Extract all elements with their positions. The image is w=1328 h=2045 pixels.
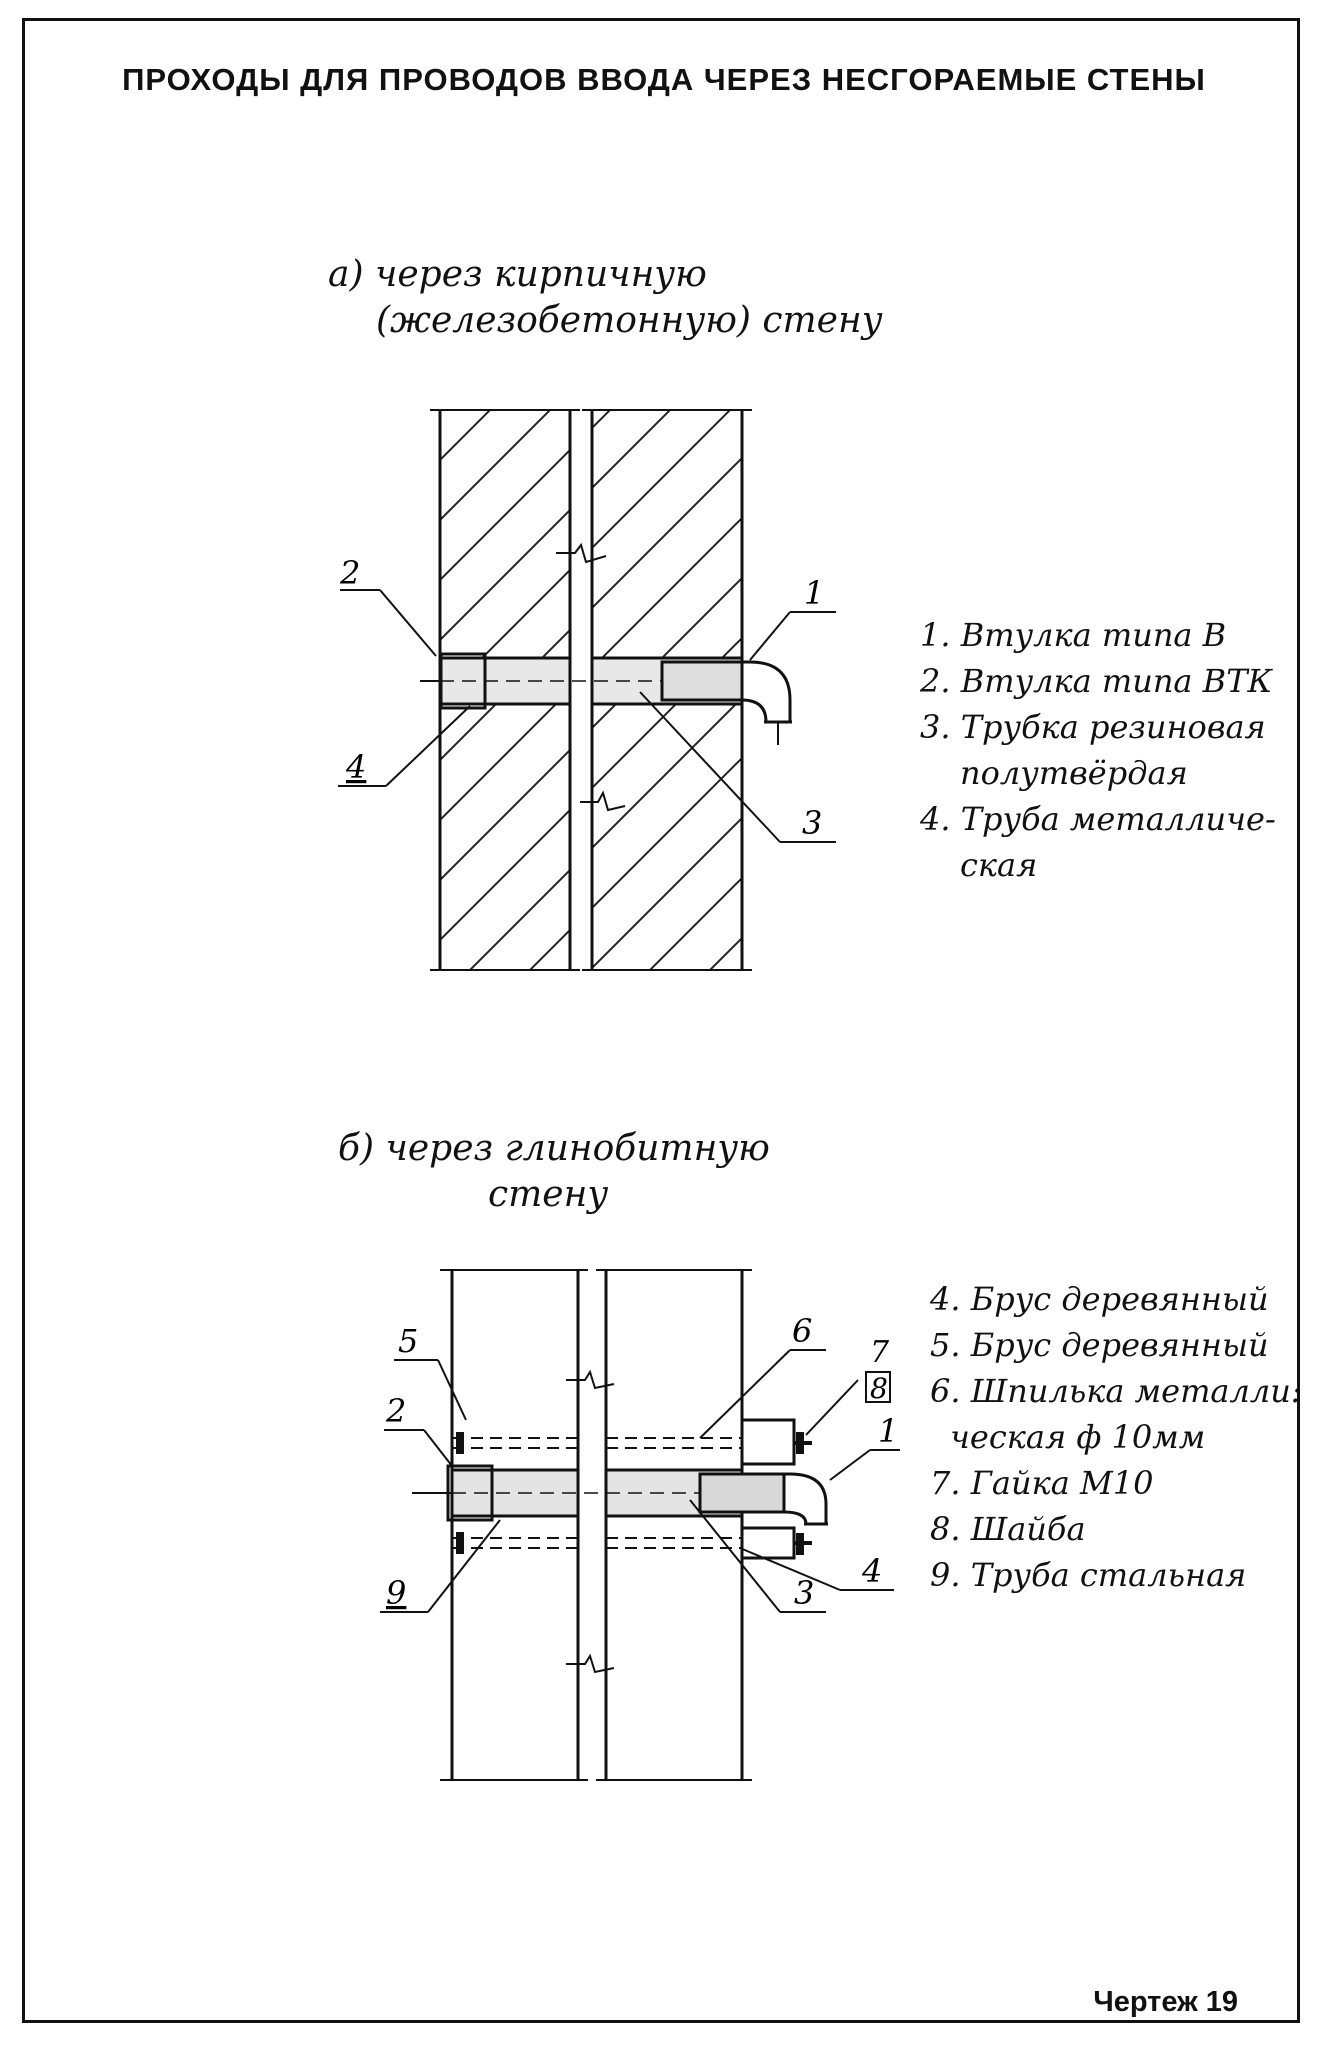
legend-a-item-1: 1. Втулка типа В (920, 616, 1227, 654)
legend-a-item-4: 4. Труба металличе- (920, 800, 1276, 838)
callout-a-1: 1 (804, 574, 824, 612)
legend-b-item-4: 4. Брус деревянный (930, 1280, 1269, 1318)
callout-b-9: 9 (386, 1574, 406, 1612)
callouts-b: 5 2 9 6 7 8 1 3 4 (380, 1312, 900, 1613)
section-a-heading: а) через кирпичную (железобетонную) стен… (328, 252, 883, 344)
section-b-legend: 4. Брус деревянный 5. Брус деревянный 6.… (930, 1276, 1302, 1598)
drawing-frame (22, 18, 1300, 2023)
callout-b-5: 5 (398, 1322, 418, 1360)
callout-b-2: 2 (385, 1392, 406, 1430)
wall-b-left (440, 1269, 588, 1781)
callout-a-3: 3 (802, 804, 822, 842)
callouts-a: 2 1 4 3 (338, 554, 836, 843)
drawing-number: Чертеж 19 (1093, 1986, 1238, 2018)
section-a-drawing: 2 1 4 3 (338, 409, 836, 971)
callout-b-6: 6 (792, 1312, 812, 1350)
pipe-b (412, 1464, 828, 1526)
legend-a-item-3-cont: полутвёрдая (960, 754, 1188, 792)
callout-a-4: 4 (345, 748, 366, 786)
section-b-heading-line2: стену (488, 1174, 609, 1215)
callout-b-4: 4 (861, 1552, 882, 1590)
callout-a-2: 2 (339, 554, 360, 592)
callout-b-7: 7 (870, 1335, 890, 1370)
legend-b-item-5: 5. Брус деревянный (930, 1326, 1269, 1364)
section-b-heading-line1: б) через глинобитную (338, 1128, 770, 1169)
section-b-heading: б) через глинобитную стену (338, 1126, 770, 1218)
section-a-legend: 1. Втулка типа В 2. Втулка типа ВТК 3. Т… (920, 612, 1276, 888)
pipe-a (420, 652, 792, 745)
legend-b-item-9: 9. Труба стальная (930, 1556, 1247, 1594)
timber-b (452, 1418, 812, 1560)
legend-b-item-6: 6. Шпилька металли: (930, 1372, 1302, 1410)
page-title: ПРОХОДЫ ДЛЯ ПРОВОДОВ ВВОДА ЧЕРЕЗ НЕСГОРА… (122, 62, 1206, 97)
section-a-heading-line1: а) через кирпичную (328, 254, 707, 295)
callout-b-8: 8 (870, 1372, 888, 1405)
legend-a-item-4-cont: ская (960, 846, 1038, 884)
callout-b-3: 3 (794, 1574, 814, 1612)
legend-b-item-7: 7. Гайка М10 (930, 1464, 1154, 1502)
callout-b-1: 1 (878, 1412, 898, 1450)
legend-b-item-6-cont: ческая ф 10мм (950, 1418, 1206, 1456)
legend-a-item-2: 2. Втулка типа ВТК (920, 662, 1273, 700)
section-b-drawing: 5 2 9 6 7 8 1 3 4 (380, 1269, 900, 1781)
legend-a-item-3: 3. Трубка резиновая (920, 708, 1266, 746)
legend-b-item-8: 8. Шайба (930, 1510, 1086, 1548)
wall-b-right (596, 1269, 752, 1781)
section-a-heading-line2: (железобетонную) стену (376, 300, 883, 341)
